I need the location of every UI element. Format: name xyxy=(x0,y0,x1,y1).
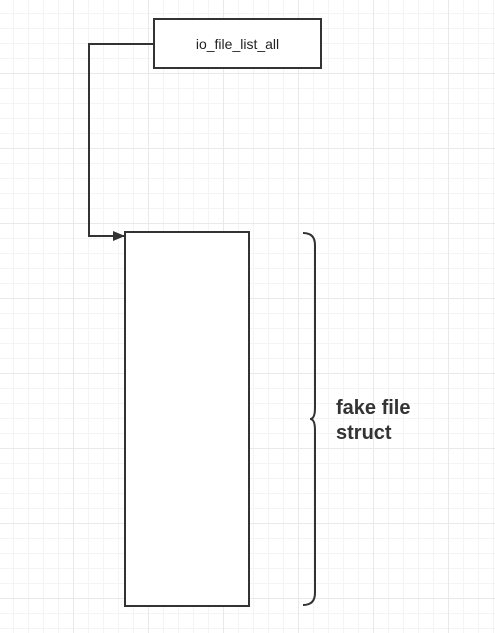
fake-file-struct-label: fake file struct xyxy=(336,397,416,444)
brace-label-line-1: fake file xyxy=(336,397,410,419)
io-file-list-all-node: io_file_list_all xyxy=(153,18,322,69)
pointer-arrow xyxy=(88,43,154,241)
curly-brace xyxy=(302,232,316,606)
io-file-list-all-label: io_file_list_all xyxy=(196,36,279,52)
fake-file-struct-box xyxy=(124,231,250,607)
brace-label-line-2: struct xyxy=(336,422,392,444)
